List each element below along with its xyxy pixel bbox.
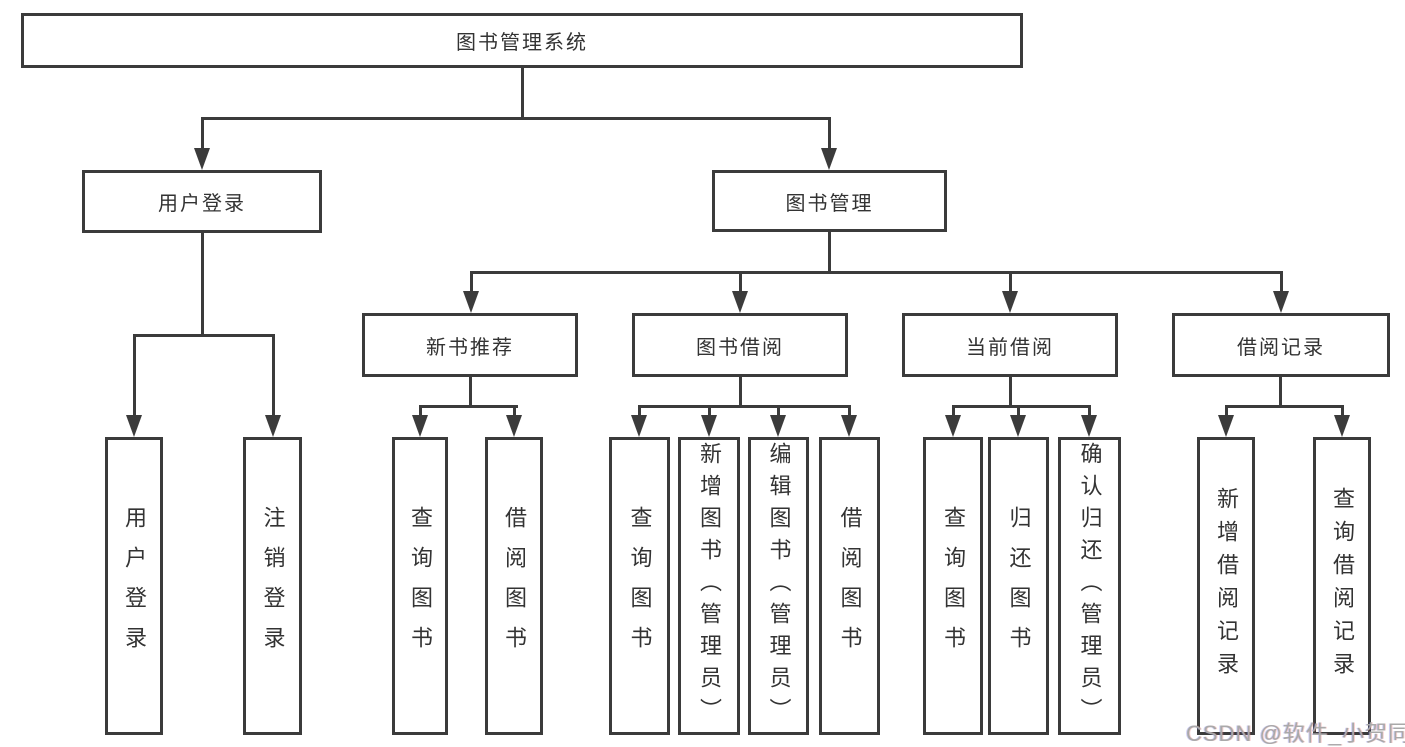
node-root-label: 图书管理系统 (456, 32, 588, 54)
connector-line (1008, 377, 1012, 408)
leaf-add-books-admin-label: 新增图书（管理员） (697, 442, 722, 730)
node-borrow-records: 借阅记录 (1172, 313, 1390, 377)
leaf-logout-label: 注销登录 (260, 506, 286, 666)
connector-line (418, 405, 518, 408)
leaf-current-query-books-label: 查询图书 (941, 506, 966, 666)
arrow-down-icon (841, 415, 857, 437)
arrow-down-icon (1010, 415, 1026, 437)
leaf-edit-books-admin-label: 编辑图书（管理员） (766, 442, 792, 730)
node-book-management-label: 图书管理 (785, 192, 874, 215)
node-root-system: 图书管理系统 (21, 13, 1023, 68)
leaf-logout: 注销登录 (243, 437, 302, 735)
node-user-login: 用户登录 (82, 170, 322, 233)
connector-line (707, 405, 711, 417)
connector-line (1224, 405, 1344, 408)
connector-line (469, 271, 473, 293)
arrow-down-icon (463, 291, 479, 313)
leaf-query-borrow-record-label: 查询借阅记录 (1330, 487, 1355, 685)
leaf-borrow-query-books-label: 查询图书 (627, 506, 653, 666)
arrow-down-icon (1081, 415, 1097, 437)
connector-line (468, 377, 472, 408)
connector-line (1017, 405, 1020, 417)
arrow-down-icon (1273, 291, 1289, 313)
leaf-user-login: 用户登录 (105, 437, 163, 735)
arrow-down-icon (126, 415, 142, 437)
connector-line (1340, 405, 1344, 417)
connector-line (1088, 405, 1091, 417)
connector-line (1279, 271, 1283, 293)
leaf-recommend-query-books-label: 查询图书 (408, 506, 433, 666)
connector-line (200, 233, 204, 337)
connector-line (827, 117, 831, 150)
connector-line (1224, 405, 1228, 417)
node-new-book-recommend: 新书推荐 (362, 313, 578, 377)
leaf-edit-books-admin: 编辑图书（管理员） (748, 437, 809, 735)
leaf-confirm-return-admin: 确认归还（管理员） (1058, 437, 1121, 735)
connector-line (638, 405, 851, 408)
connector-line (738, 271, 742, 293)
leaf-add-borrow-record-label: 新增借阅记录 (1214, 487, 1239, 685)
connector-line (469, 271, 1283, 274)
leaf-recommend-borrow-books: 借阅图书 (485, 437, 543, 735)
leaf-borrow-borrow-books: 借阅图书 (819, 437, 880, 735)
leaf-current-query-books: 查询图书 (923, 437, 983, 735)
leaf-return-books: 归还图书 (988, 437, 1049, 735)
node-current-borrow-label: 当前借阅 (966, 336, 1054, 359)
arrow-down-icon (945, 415, 961, 437)
arrow-down-icon (770, 415, 786, 437)
connector-line (738, 377, 742, 408)
connector-line (777, 405, 780, 417)
connector-line (418, 405, 422, 417)
connector-line (200, 117, 831, 120)
arrow-down-icon (1218, 415, 1234, 437)
arrow-down-icon (821, 148, 837, 170)
arrow-down-icon (1334, 415, 1350, 437)
connector-line (638, 405, 641, 417)
node-book-borrow: 图书借阅 (632, 313, 848, 377)
node-new-book-recommend-label: 新书推荐 (426, 336, 514, 359)
leaf-borrow-borrow-books-label: 借阅图书 (837, 506, 863, 666)
connector-line (1008, 271, 1012, 293)
connector-line (132, 334, 136, 417)
leaf-user-login-label: 用户登录 (122, 506, 147, 666)
node-book-management: 图书管理 (712, 170, 947, 232)
connector-line (512, 405, 516, 417)
connector-line (951, 405, 955, 417)
node-borrow-records-label: 借阅记录 (1237, 336, 1325, 359)
leaf-query-borrow-record: 查询借阅记录 (1313, 437, 1371, 735)
leaf-borrow-query-books: 查询图书 (609, 437, 670, 735)
node-book-borrow-label: 图书借阅 (696, 336, 784, 359)
node-current-borrow: 当前借阅 (902, 313, 1118, 377)
arrow-down-icon (194, 148, 210, 170)
arrow-down-icon (701, 415, 717, 437)
node-user-login-label: 用户登录 (158, 193, 246, 215)
csdn-watermark: CSDN @软件_小贺同学 (1186, 721, 1405, 746)
connector-line (520, 68, 524, 120)
arrow-down-icon (732, 291, 748, 313)
connector-line (132, 334, 275, 337)
leaf-return-books-label: 归还图书 (1006, 506, 1032, 666)
connector-line (1278, 377, 1282, 408)
connector-line (200, 117, 204, 150)
arrow-down-icon (1002, 291, 1018, 313)
arrow-down-icon (506, 415, 522, 437)
arrow-down-icon (412, 415, 428, 437)
leaf-confirm-return-admin-label: 确认归还（管理员） (1077, 442, 1103, 730)
leaf-add-borrow-record: 新增借阅记录 (1197, 437, 1255, 735)
leaf-recommend-query-books: 查询图书 (392, 437, 448, 735)
connector-line (848, 405, 851, 417)
leaf-recommend-borrow-books-label: 借阅图书 (502, 506, 527, 666)
leaf-add-books-admin: 新增图书（管理员） (678, 437, 740, 735)
connector-line (271, 334, 275, 417)
connector-line (828, 232, 831, 274)
connector-line (951, 405, 1091, 408)
arrow-down-icon (631, 415, 647, 437)
arrow-down-icon (265, 415, 281, 437)
